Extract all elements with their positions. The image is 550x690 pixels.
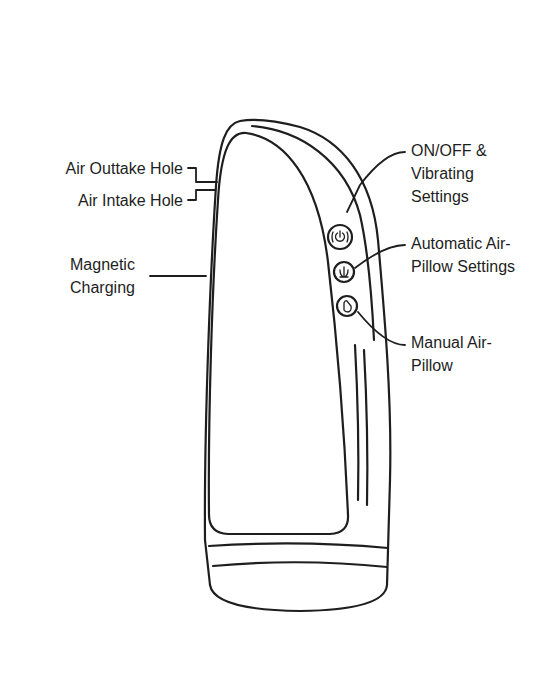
hand-icon	[344, 301, 351, 312]
side-groove	[355, 345, 358, 500]
power-button	[328, 225, 352, 249]
bottom-band	[209, 543, 388, 548]
part-label: Air Outtake Hole	[66, 157, 183, 180]
bottom-band	[213, 562, 387, 567]
leader-line	[347, 152, 405, 212]
part-label: ON/OFF & Vibrating Settings	[411, 139, 511, 208]
leader-line	[188, 190, 215, 200]
device-shell	[205, 120, 390, 611]
power-icon	[336, 231, 345, 241]
auto-button	[334, 262, 354, 282]
part-label: Manual Air-Pillow	[411, 331, 521, 377]
leader-line	[188, 168, 217, 182]
vibe-icon	[332, 232, 348, 242]
part-label: Air Intake Hole	[78, 189, 183, 212]
manual-button	[337, 296, 357, 316]
leader-line	[150, 275, 206, 277]
part-label: Automatic Air-Pillow Settings	[411, 232, 531, 278]
air-icon	[340, 267, 348, 277]
front-panel	[209, 133, 348, 534]
part-label: Magnetic Charging	[70, 253, 162, 299]
side-groove	[364, 350, 367, 505]
leader-line	[355, 245, 405, 268]
rim-line	[252, 126, 374, 340]
leader-line	[358, 312, 405, 345]
